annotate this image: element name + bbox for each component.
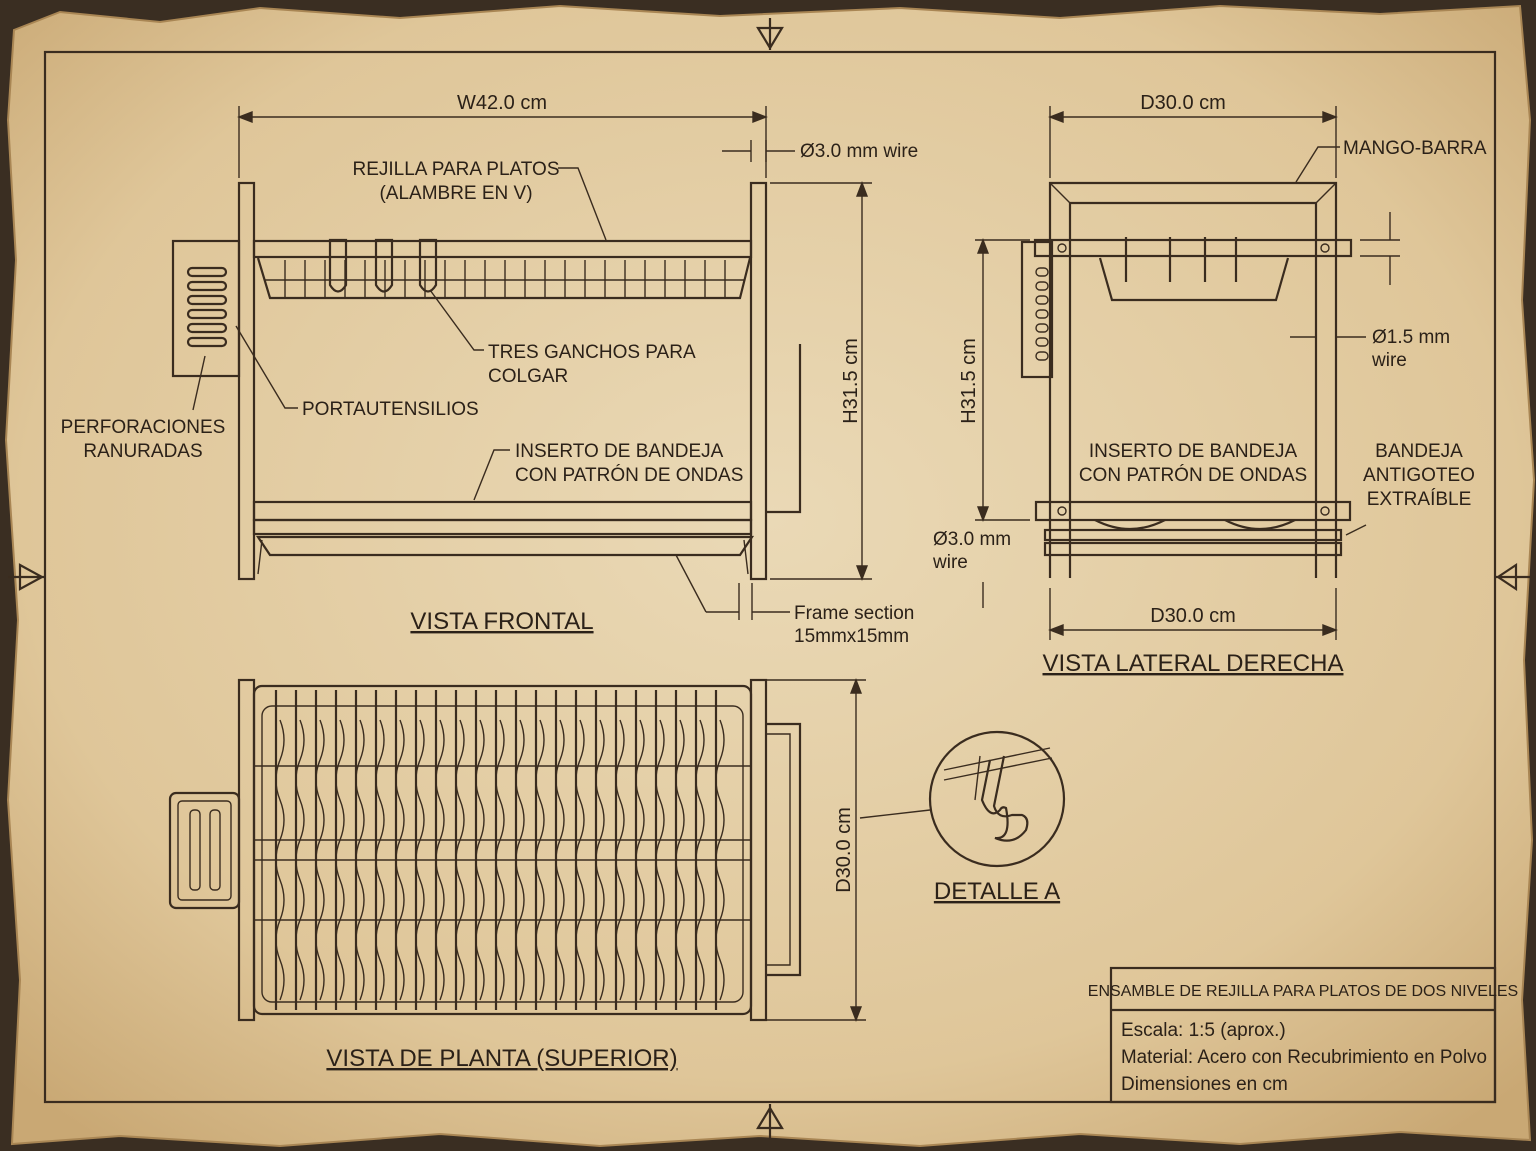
large-wire-line1: Ø3.0 mm [933,529,1011,550]
perforations-label-line2: RANURADAS [83,441,202,462]
side-dimensions [975,106,1400,640]
handle-bar-label: MANGO-BARRA [1343,138,1487,159]
sheet-border [43,50,1497,1104]
front-width-dimension: W42.0 cm [457,92,547,114]
rack-label-line1: REJILLA PARA PLATOS [353,159,560,180]
title-block-title: ENSAMBLE DE REJILLA PARA PLATOS DE DOS N… [1088,983,1518,1000]
hooks-label-line2: COLGAR [488,366,568,387]
rack-label-line2: (ALAMBRE EN V) [379,183,532,204]
utensil-holder-label: PORTAUTENSILIOS [302,399,479,420]
side-view-title: VISTA LATERAL DERECHA [1043,650,1344,677]
title-block-scale: Escala: 1:5 (aprox.) [1121,1020,1286,1041]
small-wire-line2: wire [1371,350,1407,371]
front-tray-label-line2: CON PATRÓN DE ONDAS [515,464,743,486]
center-marks [8,18,1530,1140]
small-wire-line1: Ø1.5 mm [1372,327,1450,348]
top-view-title: VISTA DE PLANTA (SUPERIOR) [326,1045,677,1072]
title-block-units: Dimensiones en cm [1121,1074,1288,1095]
hooks-label-line1: TRES GANCHOS PARA [488,342,696,363]
top-view-drawing [168,678,802,1022]
drip-tray-line3: EXTRAÍBLE [1367,489,1472,510]
side-tray-label-line1: INSERTO DE BANDEJA [1089,441,1298,462]
side-height-dimension: H31.5 cm [958,338,980,424]
drip-tray-line2: ANTIGOTEO [1363,465,1475,486]
frame-section-line1: Frame section [794,603,914,624]
front-tray-label-line1: INSERTO DE BANDEJA [515,441,724,462]
large-wire-line2: wire [932,552,968,573]
front-wire-label: Ø3.0 mm wire [800,141,918,162]
front-view-title: VISTA FRONTAL [410,608,593,635]
title-block-material: Material: Acero con Recubrimiento en Pol… [1121,1047,1487,1068]
top-dimensions [760,678,866,1022]
front-dimensions [192,106,872,620]
side-tray-label-line2: CON PATRÓN DE ONDAS [1079,464,1307,486]
detail-a-title: DETALLE A [934,878,1060,905]
front-view-drawing [171,181,802,581]
top-depth-dimension: D30.0 cm [833,807,855,893]
perforations-label-line1: PERFORACIONES [61,417,226,438]
detail-a-drawing [859,730,1066,868]
front-height-dimension: H31.5 cm [840,338,862,424]
side-view-drawing [1020,181,1353,578]
frame-section-line2: 15mmx15mm [794,626,909,647]
side-depth-top-dimension: D30.0 cm [1140,92,1226,114]
title-block-frame [1109,966,1497,1104]
drip-tray-line1: BANDEJA [1375,441,1463,462]
side-depth-bottom-dimension: D30.0 cm [1150,605,1236,627]
